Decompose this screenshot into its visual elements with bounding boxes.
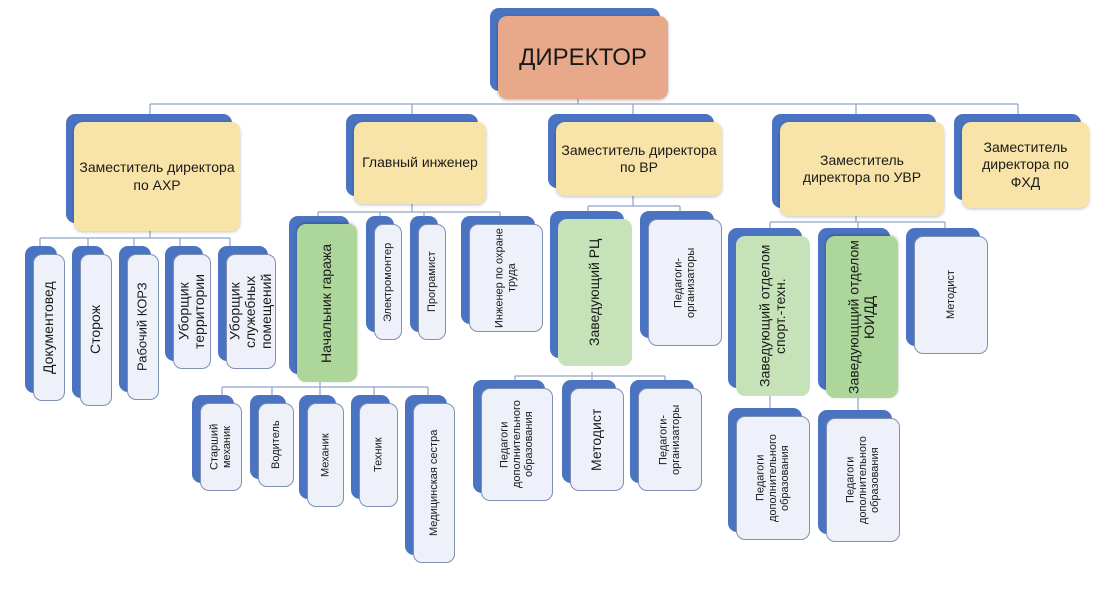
garage-staff-label: Медицинская сестра (413, 403, 455, 563)
akhr-staff-3: Уборщик территории (165, 246, 211, 369)
rc-staff-label: Педагоги дополнительного образования (481, 388, 553, 501)
electrician-label: Электромонтер (374, 224, 402, 340)
akhr-staff-0: Документовед (25, 246, 65, 401)
electrician-box: Электромонтер (366, 216, 402, 340)
yuidd-staff-label: Педагоги дополнительного образования (826, 418, 900, 542)
vr-organizers-box: Педагоги-организаторы (640, 211, 722, 346)
yuidd-head-label: Заведующщий отделом ЮИДД (826, 236, 898, 398)
deputy-fkhd-label: Заместитель директора по ФХД (962, 122, 1089, 208)
head-rc-label: Заведующий РЦ (558, 219, 632, 366)
yuidd-head-box: Заведующщий отделом ЮИДД (818, 228, 898, 398)
chief-engineer-box: Главный инженер (346, 114, 486, 204)
programmer-box: Програмист (410, 216, 446, 340)
head-rc-box: Заведующий РЦ (550, 211, 632, 366)
akhr-staff-4: Уборщик служебных помещений (218, 246, 276, 369)
garage-staff-4: Медицинская сестра (405, 395, 455, 563)
rc-staff-label: Педагоги-организаторы (638, 388, 702, 491)
uvr-methodist-box: Методист (906, 228, 988, 354)
chief-engineer-label: Главный инженер (354, 122, 486, 204)
akhr-staff-label: Уборщик территории (173, 254, 211, 369)
garage-staff-label: Старший механик (200, 403, 242, 491)
garage-staff-2: Механик (299, 395, 344, 507)
vr-organizers-label: Педагоги-организаторы (648, 219, 722, 346)
deputy-akhr-box: Заместитель директора по АХР (66, 114, 240, 231)
uvr-methodist-label: Методист (914, 236, 988, 354)
director-label: ДИРЕКТОР (498, 16, 668, 99)
akhr-staff-label: Сторож (80, 254, 112, 406)
akhr-staff-2: Рабочий КОРЗ (119, 246, 159, 400)
garage-staff-1: Водитель (250, 395, 294, 487)
akhr-staff-1: Сторож (72, 246, 112, 406)
garage-staff-label: Водитель (258, 403, 294, 487)
sport-head-box: Заведующий отделом спорт.-техн. (728, 228, 810, 396)
akhr-staff-label: Рабочий КОРЗ (127, 254, 159, 400)
garage-staff-label: Техник (359, 403, 398, 507)
akhr-staff-label: Документовед (33, 254, 65, 401)
safety-engineer-label: Инженер по охране труда (469, 224, 543, 332)
safety-engineer-box: Инженер по охране труда (461, 216, 543, 332)
deputy-uvr-label: Заместитель директора по УВР (780, 122, 944, 216)
rc-staff-1: Методист (562, 380, 624, 491)
rc-staff-0: Педагоги дополнительного образования (473, 380, 553, 501)
rc-staff-2: Педагоги-организаторы (630, 380, 702, 491)
deputy-uvr-box: Заместитель директора по УВР (772, 114, 944, 216)
garage-staff-3: Техник (351, 395, 398, 507)
garage-staff-label: Механик (307, 403, 344, 507)
deputy-fkhd-box: Заместитель директора по ФХД (954, 114, 1089, 208)
akhr-staff-label: Уборщик служебных помещений (226, 254, 276, 369)
yuidd-staff-box: Педагоги дополнительного образования (818, 410, 900, 542)
sport-staff-box: Педагоги дополнительного образования (728, 408, 810, 540)
deputy-vr-label: Заместитель директора по ВР (556, 122, 722, 196)
sport-staff-label: Педагоги дополнительного образования (736, 416, 810, 540)
sport-head-label: Заведующий отделом спорт.-техн. (736, 236, 810, 396)
director-box: ДИРЕКТОР (490, 8, 668, 99)
rc-staff-label: Методист (570, 388, 624, 491)
garage-head-box: Начальник гаража (289, 216, 357, 382)
deputy-vr-box: Заместитель директора по ВР (548, 114, 722, 196)
programmer-label: Програмист (418, 224, 446, 340)
garage-staff-0: Старший механик (192, 395, 242, 491)
deputy-akhr-label: Заместитель директора по АХР (74, 122, 240, 231)
garage-head-label: Начальник гаража (297, 224, 357, 382)
